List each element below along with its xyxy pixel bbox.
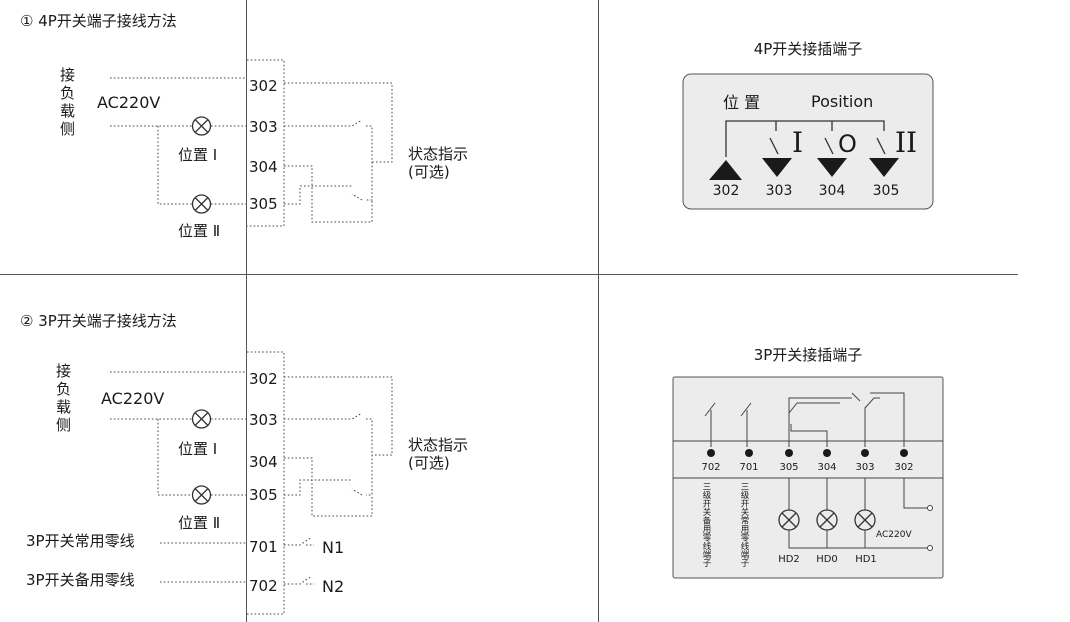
section2-status-label: 状态指示 <box>408 436 468 454</box>
section2-status-contacts <box>284 376 393 517</box>
svg-text:负: 负 <box>56 380 71 398</box>
section1-position-1: 位置 Ⅰ <box>178 146 217 164</box>
panel-4p-switch-diagram <box>709 120 899 180</box>
section2-terminal-labels: 302 303 304 305 701 702 <box>249 370 278 595</box>
svg-text:304: 304 <box>249 453 278 471</box>
symbol-position-1: I <box>792 126 803 159</box>
panel-4p-box <box>682 73 934 210</box>
section2-position-2: 位置 Ⅱ <box>178 514 220 532</box>
svg-text:载: 载 <box>56 398 71 416</box>
symbol-position-2: II <box>895 126 917 159</box>
panel-3p-top-circuit <box>704 392 905 447</box>
svg-text:HD1: HD1 <box>855 554 877 565</box>
section2-status-optional: (可选) <box>408 454 450 472</box>
svg-text:305: 305 <box>249 195 278 213</box>
svg-text:302: 302 <box>249 77 278 95</box>
svg-text:304: 304 <box>817 462 836 473</box>
svg-text:接: 接 <box>56 362 71 380</box>
lamp-hd0 <box>816 509 838 531</box>
svg-text:702: 702 <box>701 462 720 473</box>
svg-text:302: 302 <box>894 462 913 473</box>
lamp-hd1 <box>854 509 876 531</box>
section1-status-label: 状态指示 <box>408 145 468 163</box>
section1-position-2: 位置 Ⅱ <box>178 222 220 240</box>
section2-title: ② 3P开关端子接线方法 <box>20 312 177 330</box>
svg-text:负: 负 <box>60 84 75 102</box>
section1-status-contacts <box>284 82 393 223</box>
svg-text:701: 701 <box>739 462 758 473</box>
svg-text:接: 接 <box>60 66 75 84</box>
svg-text:303: 303 <box>249 118 278 136</box>
section1-title: ① 4P开关端子接线方法 <box>20 12 177 30</box>
panel-3p-title: 3P开关接插端子 <box>754 346 863 364</box>
svg-text:303: 303 <box>855 462 874 473</box>
section2-position-1: 位置 Ⅰ <box>178 440 217 458</box>
panel-3p-lamp-circuit <box>788 478 933 551</box>
svg-text:HD0: HD0 <box>816 554 838 565</box>
panel-3p-lamp-labels: HD2 HD0 HD1 <box>778 554 877 565</box>
svg-text:302: 302 <box>713 183 740 199</box>
svg-text:303: 303 <box>249 411 278 429</box>
svg-text:702: 702 <box>249 577 278 595</box>
svg-text:303: 303 <box>766 183 793 199</box>
section1-ac-label: AC220V <box>97 93 160 112</box>
symbol-off: O <box>838 130 857 158</box>
section1-status-optional: (可选) <box>408 163 450 181</box>
lamp-hd2 <box>778 509 800 531</box>
svg-text:HD2: HD2 <box>778 554 800 565</box>
normal-neutral-label: 3P开关常用零线 <box>26 532 135 550</box>
section2-ac-label: AC220V <box>101 389 164 408</box>
svg-text:302: 302 <box>249 370 278 388</box>
svg-text:304: 304 <box>249 158 278 176</box>
section2-lamp-2 <box>191 485 212 505</box>
svg-text:载: 载 <box>60 102 75 120</box>
svg-text:305: 305 <box>873 183 900 199</box>
panel-4p-position-cn: 位 置 <box>723 93 760 112</box>
neutral-switch-n2 <box>284 575 314 585</box>
backup-neutral-terminal-label: 三级开关备用零线端子 <box>701 482 711 567</box>
svg-text:305: 305 <box>779 462 798 473</box>
section1-terminal-labels: 302 303 304 305 <box>249 77 278 213</box>
panel-4p-terminal-labels: 302 303 304 305 <box>713 183 900 199</box>
panel-3p-terminal-labels: 702 701 305 304 303 302 <box>701 462 913 473</box>
backup-neutral-label: 3P开关备用零线 <box>26 571 135 589</box>
section1-load-side-label: 接 负 载 侧 <box>60 66 75 138</box>
section2-load-side-label: 接 负 载 侧 <box>56 362 71 434</box>
svg-text:侧: 侧 <box>60 120 75 138</box>
svg-text:304: 304 <box>819 183 846 199</box>
panel-4p-position-en: Position <box>811 92 873 111</box>
svg-text:305: 305 <box>249 486 278 504</box>
n2-label: N2 <box>322 577 344 596</box>
normal-neutral-terminal-label: 三级开关常用零线端子 <box>739 482 749 567</box>
neutral-switch-n1 <box>284 536 314 546</box>
panel-3p-ac-label: AC220V <box>876 530 912 540</box>
panel-3p-terminal-dots <box>707 449 908 457</box>
section1-lamp-1 <box>191 116 212 136</box>
n1-label: N1 <box>322 538 344 557</box>
svg-text:侧: 侧 <box>56 416 71 434</box>
section2-lamp-1 <box>191 409 212 429</box>
section1-lamp-2 <box>191 194 212 214</box>
svg-text:701: 701 <box>249 538 278 556</box>
panel-4p-title: 4P开关接插端子 <box>754 40 863 58</box>
